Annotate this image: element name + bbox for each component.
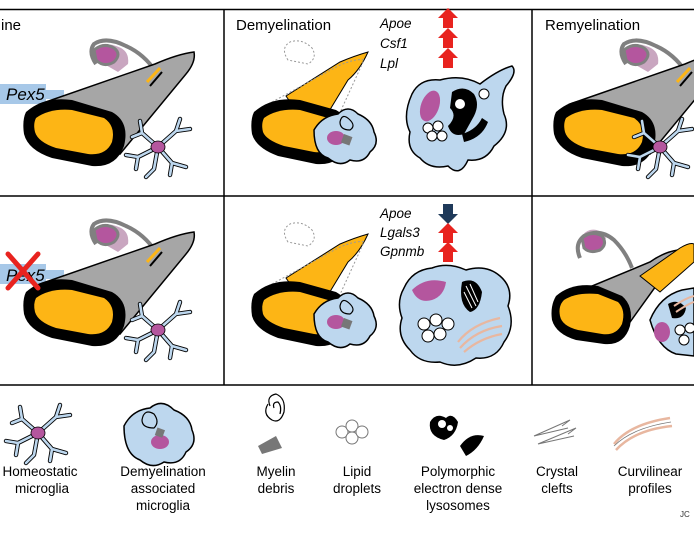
gene-list-bottom: Apoe Lgals3 Gpnmb [379, 204, 458, 262]
gene-lpl: Lpl [380, 56, 399, 71]
up-arrow [438, 8, 458, 28]
remyelinated-axon [553, 40, 694, 166]
legend-icon-myelin-debris [258, 394, 284, 454]
up-arrow [438, 28, 458, 48]
gene-gpnmb: Gpnmb [380, 244, 425, 259]
remyelination-title: Remyelination [545, 17, 640, 34]
legend-icon-homeostatic-microglia [6, 405, 70, 463]
demyelination-associated-microglia-bottom [399, 265, 511, 365]
demyelination-associated-microglia-top [406, 66, 514, 171]
up-arrow [438, 223, 458, 243]
myelinated-axon [23, 220, 194, 346]
gene-apoe: Apoe [379, 16, 412, 31]
baseline-title: ine [1, 17, 21, 34]
gene-lgals3: Lgals3 [380, 225, 420, 240]
gene-apoe: Apoe [379, 206, 412, 221]
down-arrow [438, 204, 458, 224]
journal-watermark: JC [680, 510, 690, 519]
up-arrow [438, 242, 458, 262]
pex5-label: Pex5 [6, 85, 45, 104]
demyelination-title: Demyelination [236, 17, 331, 34]
gene-csf1: Csf1 [380, 36, 408, 51]
legend-icon-lipid-droplets [336, 420, 368, 444]
up-arrow [438, 48, 458, 68]
legend-icon-curvilinear-profiles [614, 418, 672, 450]
partial-microglia-remyelination [650, 288, 694, 356]
gene-list-top: Apoe Csf1 Lpl [379, 8, 458, 71]
legend-icon-demyelination-associated-microglia [124, 403, 194, 465]
legend-icon-electron-dense-lysosomes [430, 416, 484, 456]
myelinated-axon [23, 40, 194, 166]
legend-icon-crystal-clefts [534, 420, 576, 444]
